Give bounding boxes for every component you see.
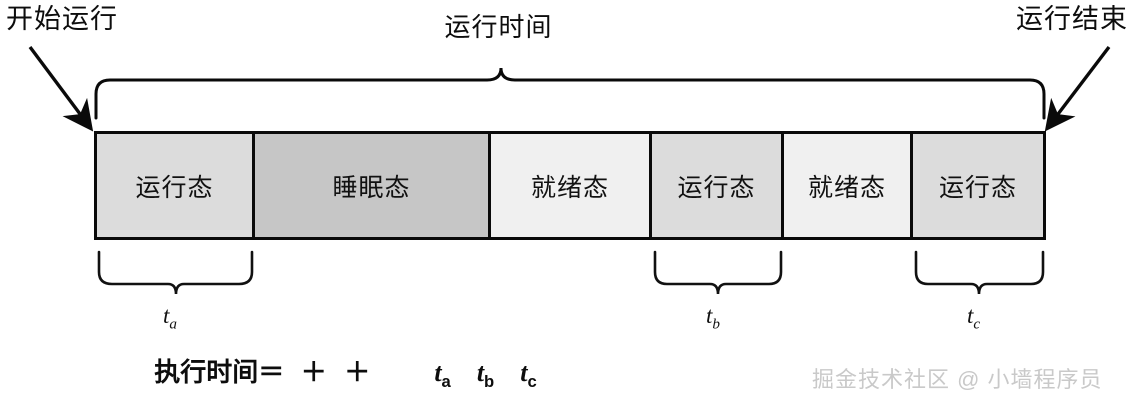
tc-symbol: t	[967, 303, 974, 328]
tb-label: tb	[706, 303, 720, 334]
runtime-label: 运行时间	[0, 14, 1141, 40]
state-segment-running-3[interactable]: 运行态	[913, 134, 1043, 237]
ta-brace	[97, 250, 254, 295]
runtime-label-text: 运行时间	[444, 12, 553, 42]
state-timeline-bar: 运行态 睡眠态 就绪态 运行态 就绪态 运行态	[94, 131, 1046, 240]
state-segment-ready-2[interactable]: 就绪态	[784, 134, 913, 237]
tc-label: tc	[967, 303, 980, 334]
state-segment-sleeping-1[interactable]: 睡眠态	[255, 134, 491, 237]
state-segment-ready-1[interactable]: 就绪态	[491, 134, 652, 237]
formula-equals: ＝	[258, 357, 285, 387]
state-segment-label: 运行态	[938, 173, 1017, 202]
formula-lhs: 执行时间	[154, 357, 259, 387]
tb-symbol: t	[706, 303, 713, 328]
state-segment-running-2[interactable]: 运行态	[652, 134, 784, 237]
ta-symbol: t	[163, 303, 170, 328]
runtime-brace	[94, 67, 1046, 120]
formula-plus-2: ＋	[344, 357, 371, 387]
formula-plus-1: ＋	[300, 357, 327, 387]
formula-term-3-subscript: c	[527, 372, 537, 392]
end-arrow	[1044, 45, 1111, 132]
tc-subscript: c	[973, 315, 981, 333]
formula-term-2-symbol: t	[476, 358, 485, 387]
state-segment-label: 运行态	[677, 173, 756, 202]
end-label: 运行结束	[1016, 4, 1128, 34]
start-arrow	[28, 45, 94, 132]
formula: 执行时间＝ta＋tb＋tc	[0, 352, 1141, 392]
tb-brace	[653, 250, 783, 295]
ta-label: ta	[163, 303, 177, 334]
formula-term-1-subscript: a	[441, 372, 451, 392]
state-segment-label: 就绪态	[807, 173, 886, 202]
watermark: 掘金技术社区 @ 小墙程序员	[812, 367, 1103, 392]
start-label: 开始运行	[6, 4, 118, 34]
state-segment-label: 运行态	[135, 173, 214, 202]
tc-brace	[914, 250, 1045, 295]
formula-inner: 执行时间＝ta＋tb＋tc	[154, 357, 536, 391]
state-segment-label: 就绪态	[530, 173, 609, 202]
formula-term-1-symbol: t	[434, 358, 442, 387]
state-segment-running-1[interactable]: 运行态	[97, 134, 255, 237]
tb-subscript: b	[712, 315, 720, 333]
ta-subscript: a	[169, 315, 177, 333]
state-segment-label: 睡眠态	[332, 173, 411, 202]
formula-term-3-symbol: t	[520, 358, 528, 387]
formula-term-2-subscript: b	[484, 372, 495, 392]
